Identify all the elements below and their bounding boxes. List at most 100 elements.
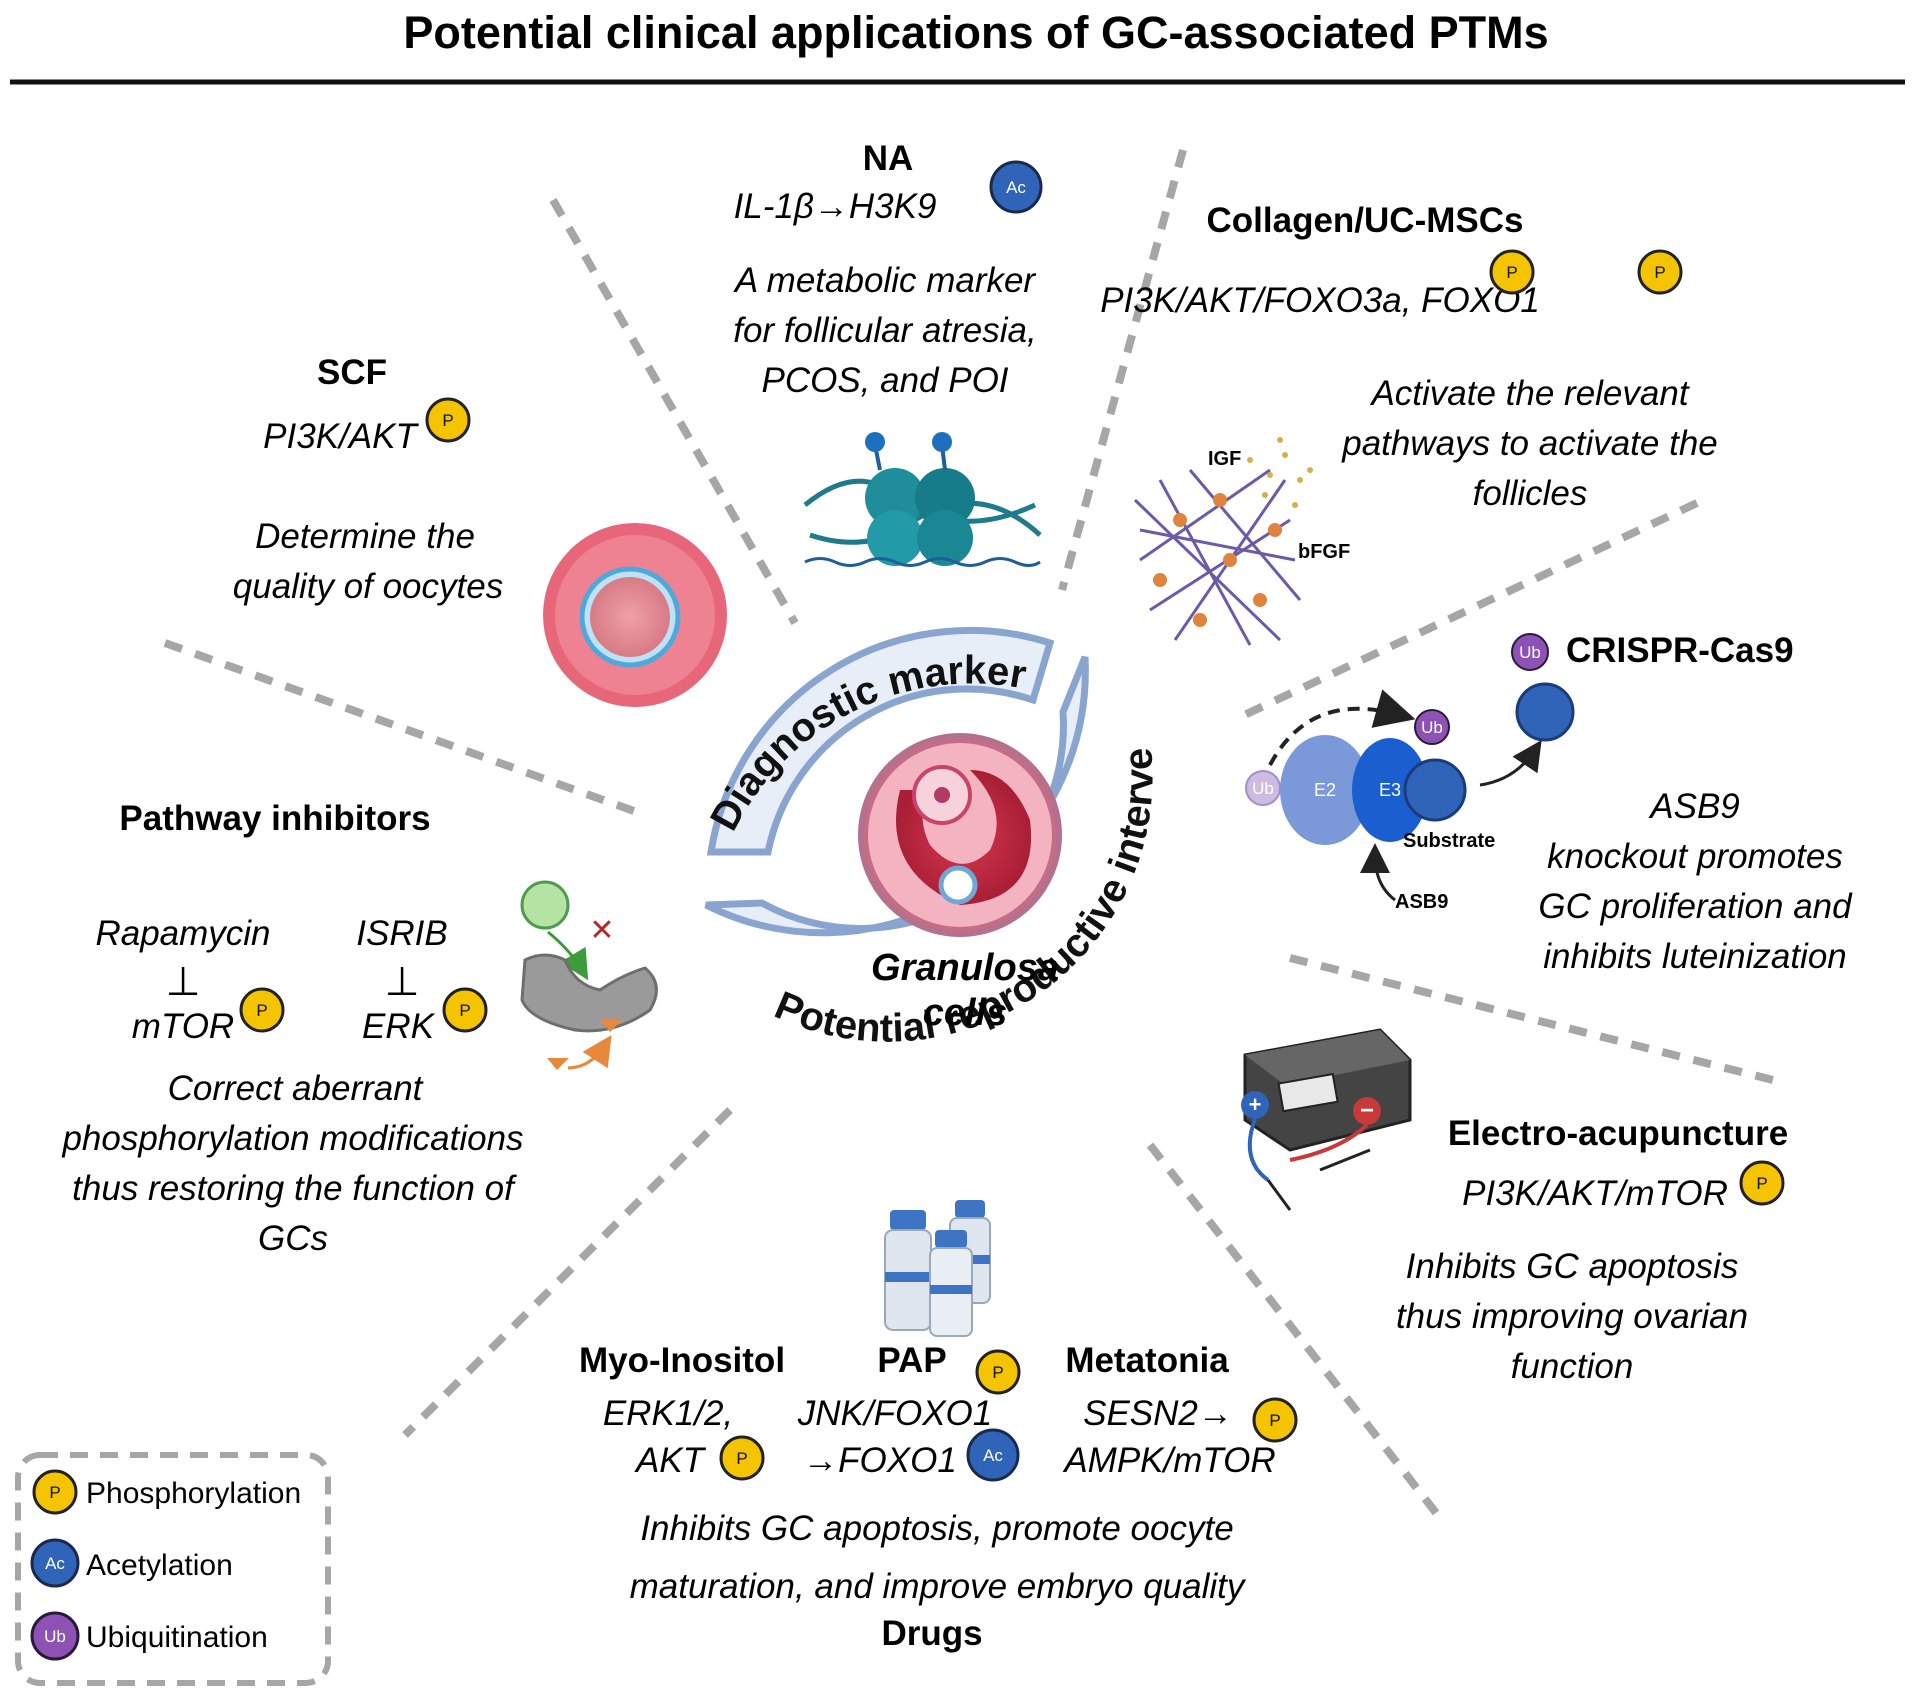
crispr-title: CRISPR-Cas9 (1566, 631, 1794, 670)
acetylation-badge: Ac (989, 160, 1043, 214)
acetylation-badge (30, 1538, 80, 1588)
phosphorylation-badge: P (975, 1349, 1021, 1395)
ray-7 (1146, 1142, 1444, 1521)
drugs-title: Drugs (881, 1614, 982, 1653)
inhibitor-drug-1: Rapamycin (95, 914, 270, 953)
svg-text:P: P (1654, 263, 1665, 282)
phosphorylation-badge: P (1739, 1160, 1785, 1206)
ray-3 (1236, 499, 1699, 722)
phosphorylation-badge: P (1637, 249, 1683, 295)
pap-line-1: JNK/FOXO1 (797, 1394, 992, 1433)
myo-line-1: ERK1/2, (603, 1394, 733, 1433)
na-desc-1: A metabolic marker (733, 261, 1037, 300)
scf-desc-1: Determine the (255, 517, 475, 556)
svg-text:Ac: Ac (1006, 178, 1026, 197)
svg-text:P: P (736, 1449, 747, 1468)
svg-text:P: P (442, 411, 453, 430)
scf-pathway: PI3K/AKT (263, 417, 419, 456)
inhibitors-desc-3: thus restoring the function of (72, 1169, 517, 1208)
svg-text:✕: ✕ (589, 914, 614, 947)
legend-item-acetylation: Ac Acetylation (30, 1538, 233, 1588)
svg-text:Ac: Ac (983, 1446, 1003, 1465)
svg-text:Ac: Ac (45, 1554, 65, 1573)
svg-text:P: P (992, 1363, 1003, 1382)
crispr-desc-3: GC proliferation and (1538, 887, 1853, 926)
asb9-arrow (1360, 843, 1396, 902)
section-electro: + − Electro-acupuncture PI3K/AKT/mTOR P … (1241, 1028, 1788, 1386)
collagen-desc-2: pathways to activate the (1341, 424, 1718, 463)
svg-text:+: + (1249, 1092, 1262, 1117)
ub-donor-icon (1245, 770, 1281, 806)
svg-text:E2: E2 (1314, 780, 1336, 800)
metatonia-line-2: AMPK/mTOR (1062, 1441, 1275, 1480)
ring-segment-diagnostic (706, 626, 1055, 856)
phosphorylation-badge: P (719, 1435, 765, 1481)
electro-desc-1: Inhibits GC apoptosis (1406, 1247, 1739, 1286)
svg-text:Ub: Ub (1252, 779, 1274, 798)
svg-text:Ub: Ub (44, 1627, 66, 1646)
inhibitor-drug-2: ISRIB (356, 914, 447, 953)
inhibition-symbol: ⊥ (385, 960, 420, 1004)
ray-2 (1058, 148, 1187, 592)
figure-title: Potential clinical applications of GC-as… (403, 7, 1548, 58)
legend-item-phosphorylation: P Phosphorylation (32, 1469, 301, 1515)
metatonia-line-1: SESN2→ (1083, 1394, 1233, 1433)
center-label-line2: cells (923, 992, 1008, 1034)
substrate-icon (1403, 758, 1467, 822)
inhibitors-desc-1: Correct aberrant (168, 1069, 424, 1108)
e2-enzyme (1280, 735, 1370, 845)
inhibition-symbol: ⊥ (166, 960, 201, 1004)
svg-text:Ub: Ub (1421, 718, 1443, 737)
svg-text:P: P (459, 1001, 470, 1020)
svg-text:P: P (1506, 263, 1517, 282)
section-na: NA IL-1β→H3K9 Ac A metabolic marker for … (733, 139, 1043, 567)
e3-ligase (1352, 738, 1428, 842)
drugs-desc-1: Inhibits GC apoptosis, promote oocyte (640, 1509, 1233, 1548)
svg-text:Ub: Ub (1519, 643, 1541, 662)
legend-label: Ubiquitination (86, 1621, 268, 1654)
label-igf: IGF (1208, 448, 1241, 470)
electro-pathway: PI3K/AKT/mTOR (1462, 1174, 1728, 1213)
pap-line-2: →FOXO1 (803, 1441, 957, 1480)
svg-text:E3: E3 (1379, 780, 1401, 800)
svg-text:P: P (1756, 1174, 1767, 1193)
section-crispr: Ub CRISPR-Cas9 Ub E2 E3 Ub Substrate ASB… (1245, 631, 1853, 976)
phosphorylation-badge (32, 1469, 78, 1515)
drugs-desc-2: maturation, and improve embryo quality (630, 1567, 1247, 1606)
section-inhibitors: Pathway inhibitors Rapamycin ⊥ mTOR P IS… (61, 799, 658, 1258)
ubiquitination-badge (1414, 709, 1450, 745)
legend-box (15, 1452, 331, 1686)
collagen-title: Collagen/UC-MSCs (1207, 201, 1524, 240)
collagen-desc-1: Activate the relevant (1369, 374, 1689, 413)
electro-device-icon: + − (1241, 1028, 1412, 1211)
electro-desc-2: thus improving ovarian (1396, 1297, 1748, 1336)
legend-label: Acetylation (86, 1549, 233, 1582)
na-desc-2: for follicular atresia, (733, 311, 1036, 350)
inhibitors-desc-2: phosphorylation modifications (61, 1119, 523, 1158)
na-pathway: IL-1β→H3K9 (734, 187, 937, 226)
phosphorylation-badge: P (239, 987, 285, 1033)
crispr-desc-1: ASB9 (1648, 787, 1740, 826)
section-drugs: Myo-Inositol ERK1/2, AKT P PAP P JNK/FOX… (579, 1200, 1298, 1653)
myo-line-2: AKT (634, 1441, 707, 1480)
svg-text:P: P (1269, 1411, 1280, 1430)
legend-label: Phosphorylation (86, 1477, 301, 1510)
inhibitor-target-2: ERK (362, 1007, 436, 1046)
label-substrate: Substrate (1403, 830, 1495, 852)
drug-vials-icon (884, 1200, 991, 1337)
section-scf: SCF PI3K/AKT P Determine the quality of … (233, 353, 727, 707)
ray-4 (163, 639, 647, 819)
ray-1 (549, 198, 799, 625)
section-collagen: Collagen/UC-MSCs PI3K/AKT/FOXO3a, FOXO1 … (1100, 201, 1718, 646)
separator-rays (163, 148, 1774, 1521)
collagen-desc-3: follicles (1473, 474, 1588, 513)
electro-title: Electro-acupuncture (1448, 1114, 1788, 1153)
pap-title: PAP (877, 1341, 946, 1380)
phosphorylation-badge: P (425, 397, 471, 443)
released-substrate-icon (1515, 682, 1575, 742)
na-title: NA (863, 139, 914, 178)
label-asb9: ASB9 (1395, 891, 1448, 913)
inhibitors-desc-4: GCs (258, 1219, 328, 1258)
release-arrow (1479, 740, 1542, 787)
scf-desc-2: quality of oocytes (233, 567, 503, 606)
